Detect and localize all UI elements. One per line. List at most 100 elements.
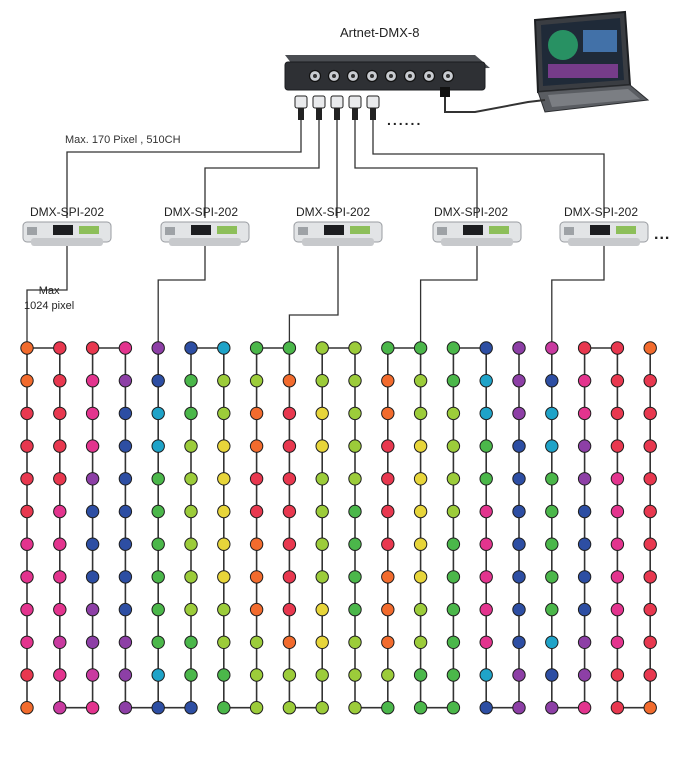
pixel-led: [184, 602, 198, 617]
pixel-led: [512, 406, 526, 421]
feed-wire: [551, 246, 605, 348]
pixel-led: [85, 341, 100, 355]
pixel-led: [282, 439, 297, 453]
pixel-led: [413, 570, 428, 584]
pixel-led: [446, 406, 461, 421]
pixel-led: [479, 504, 493, 519]
pixel-led: [545, 374, 559, 388]
pixel-led: [249, 341, 264, 355]
pixel-led: [643, 472, 657, 486]
pixel-led: [118, 374, 133, 388]
pixel-led: [479, 537, 493, 551]
pixel-led: [85, 406, 100, 421]
dmx-spi-202-controller-icon: [22, 221, 112, 246]
pixel-led: [118, 439, 133, 453]
xlr-pin-icon: [313, 74, 317, 78]
pixel-led: [118, 341, 133, 355]
pixel-led: [118, 701, 133, 715]
controller-label: DMX-SPI-202: [30, 205, 105, 219]
pixel-led: [610, 439, 625, 453]
pixel-led: [53, 472, 67, 486]
pixel-led: [348, 701, 362, 715]
pixel-led: [20, 668, 34, 682]
pixel-led: [151, 570, 165, 584]
pixel-led: [381, 504, 395, 519]
pixel-led: [315, 701, 329, 715]
xlr-pin-icon: [446, 74, 450, 78]
pixel-led: [249, 701, 264, 715]
pixel-led: [479, 635, 493, 649]
pixel-led: [512, 472, 526, 486]
pixel-led: [381, 602, 395, 617]
pixel-led: [643, 570, 657, 584]
pixel-led: [512, 439, 526, 453]
pixel-led: [381, 537, 395, 551]
pixel-led: [643, 602, 657, 617]
pixel-led: [217, 341, 231, 355]
pixel-led: [512, 602, 526, 617]
pixel-led: [643, 504, 657, 519]
pixel-led: [479, 668, 493, 682]
pixel-led: [184, 406, 198, 421]
pixel-matrix: [20, 341, 657, 715]
pixel-led: [282, 635, 297, 649]
dmx-plugs: [294, 95, 380, 120]
network-cable: [444, 92, 546, 113]
pixel-led: [282, 406, 297, 421]
pixel-led: [249, 602, 264, 617]
pixel-led: [85, 374, 100, 388]
pixel-led: [85, 504, 100, 519]
pixel-led: [577, 472, 592, 486]
pixel-led: [446, 341, 461, 355]
xlr-pin-icon: [351, 74, 355, 78]
pixel-led: [545, 635, 559, 649]
pixel-led: [413, 374, 428, 388]
pixel-led: [610, 341, 625, 355]
pixel-led: [85, 635, 100, 649]
pixel-led: [151, 701, 165, 715]
pixel-led: [184, 472, 198, 486]
laptop-icon: [533, 10, 650, 113]
pixel-led: [545, 341, 559, 355]
pixel-led: [446, 504, 461, 519]
pixel-led: [348, 668, 362, 682]
pixel-led: [315, 406, 329, 421]
pixel-led: [381, 472, 395, 486]
pixel-led: [348, 570, 362, 584]
pixel-led: [118, 635, 133, 649]
pixel-led: [282, 472, 297, 486]
pixel-led: [413, 635, 428, 649]
pixel-led: [545, 406, 559, 421]
pixel-led: [643, 341, 657, 355]
pixel-led: [20, 374, 34, 388]
pixel-led: [512, 668, 526, 682]
pixel-led: [479, 374, 493, 388]
pixel-led: [512, 570, 526, 584]
hub-ports: [308, 69, 455, 83]
pixel-led: [381, 668, 395, 682]
pixel-led: [249, 374, 264, 388]
pixel-led: [610, 602, 625, 617]
pixel-led: [249, 439, 264, 453]
pixel-led: [643, 701, 657, 715]
pixel-led: [577, 602, 592, 617]
pixel-led: [217, 406, 231, 421]
pixel-led: [381, 635, 395, 649]
dmx-spi-202-controller-icon: [160, 221, 250, 246]
pixel-led: [282, 602, 297, 617]
pixel-led: [151, 472, 165, 486]
pixel-led: [184, 504, 198, 519]
pixel-led: [610, 570, 625, 584]
pixel-led: [479, 602, 493, 617]
pixel-led: [20, 472, 34, 486]
pixel-led: [315, 668, 329, 682]
controllers: [22, 221, 649, 246]
dmx-cable: [354, 120, 478, 218]
pixel-led: [20, 504, 34, 519]
pixel-led: [413, 439, 428, 453]
dmx-spi-202-controller-icon: [293, 221, 383, 246]
pixel-led: [381, 406, 395, 421]
controller-label: DMX-SPI-202: [164, 205, 239, 219]
pixel-led: [577, 537, 592, 551]
pixel-led: [545, 602, 559, 617]
